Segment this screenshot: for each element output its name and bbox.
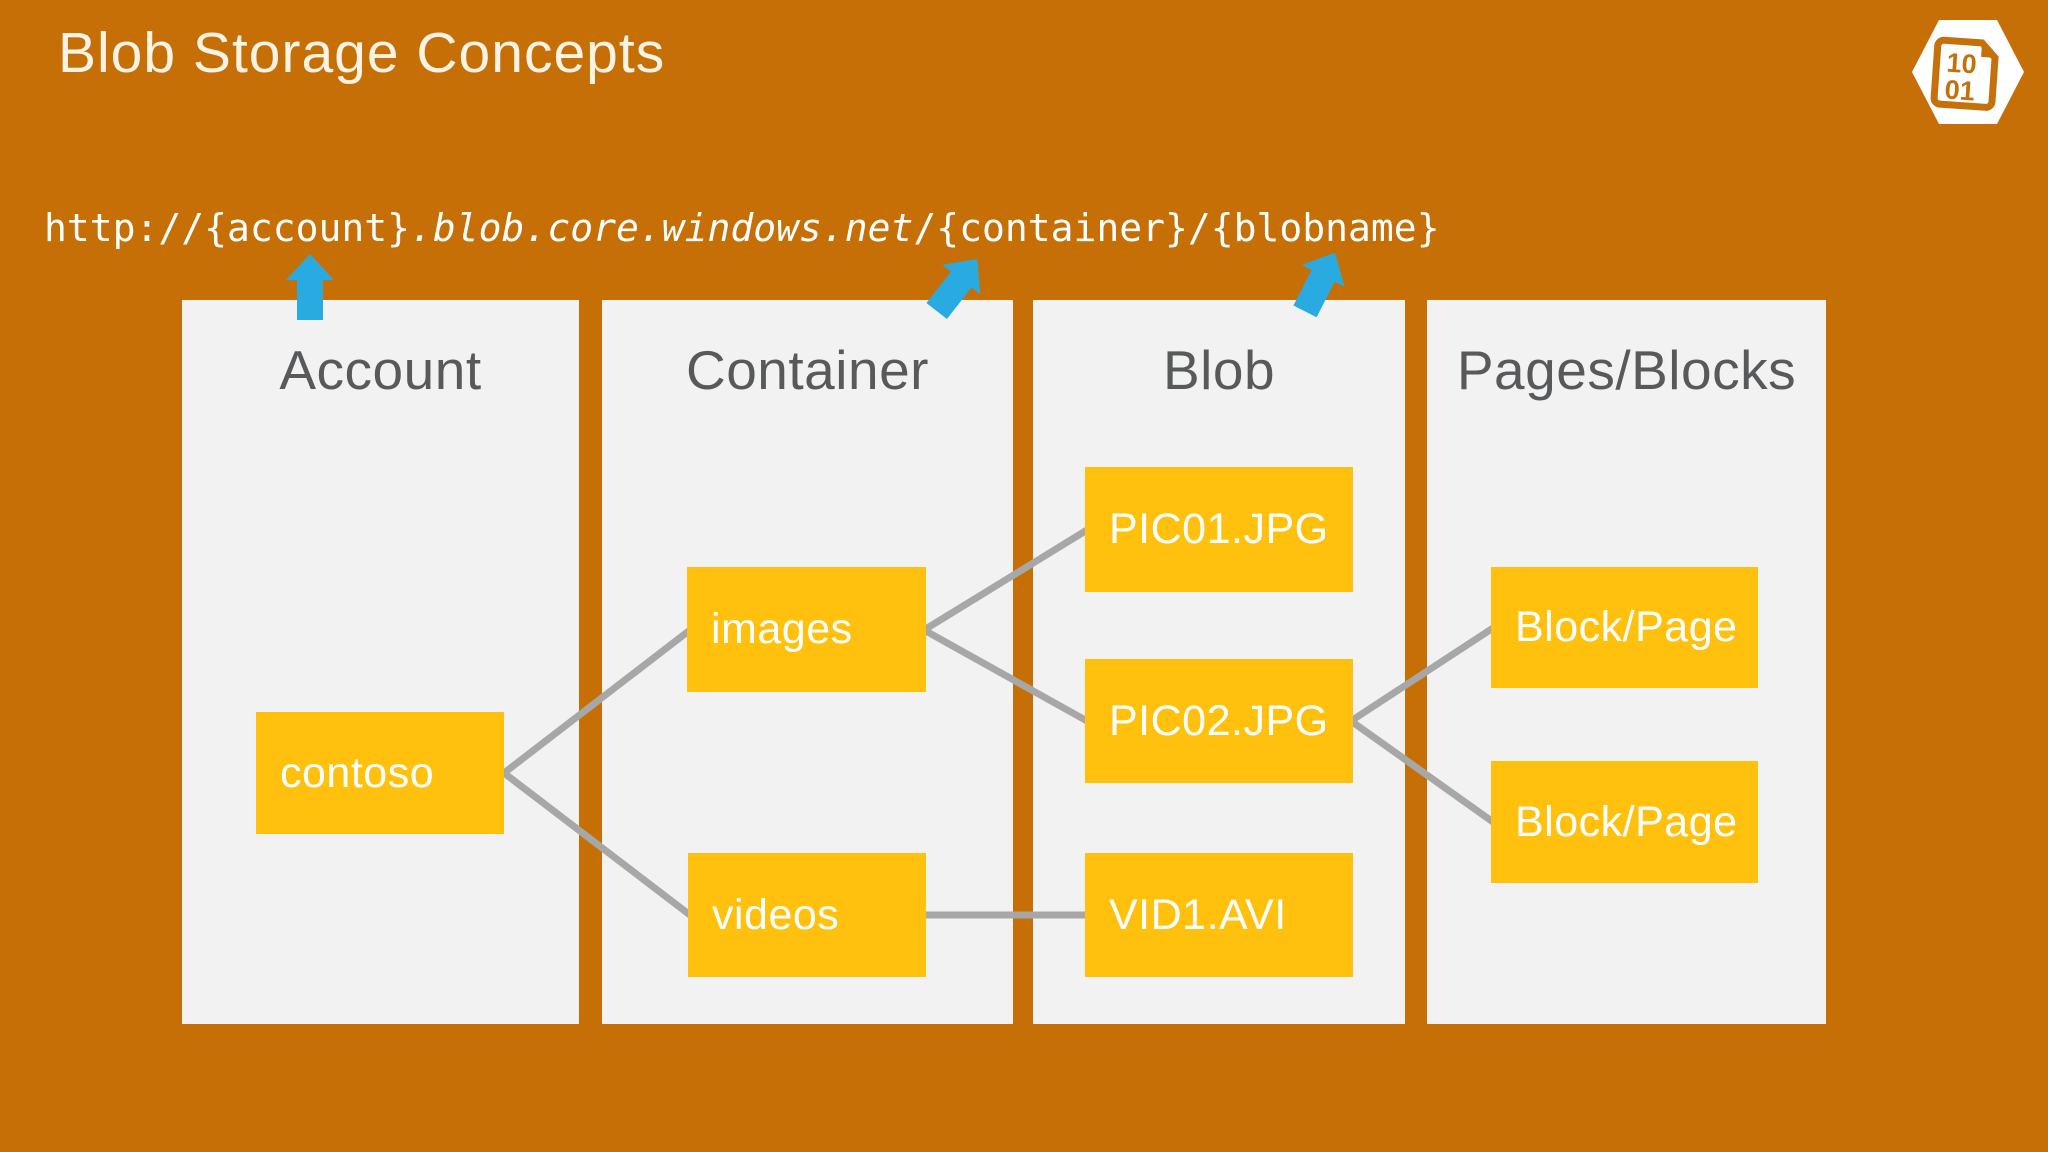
- url-domain-part: .blob.core.windows.net: [410, 206, 914, 250]
- node-label: Block/Page: [1515, 603, 1738, 651]
- connector-pic02-blockpage2: [1348, 718, 1496, 825]
- node-images: images: [687, 567, 926, 692]
- node-label: contoso: [280, 748, 435, 797]
- logo-text-10: 10: [1946, 48, 1978, 80]
- logo-text-01: 01: [1944, 74, 1976, 106]
- node-label: videos: [712, 890, 840, 939]
- connector-contoso-videos: [501, 770, 693, 918]
- connector-lines: [501, 527, 1496, 919]
- node-label: images: [711, 605, 853, 653]
- column-header-blob: Blob: [1162, 339, 1276, 401]
- arrow-up-container-icon: [926, 258, 981, 320]
- node-label: Block/Page: [1515, 797, 1738, 846]
- connector-pic02-blockpage1: [1349, 625, 1495, 724]
- column-header-pages-blocks: Pages/Blocks: [1456, 339, 1797, 401]
- arrow-up-account-icon: [286, 254, 334, 320]
- node-pic02: PIC02.JPG: [1085, 659, 1353, 783]
- column-account: Account: [182, 300, 579, 1024]
- binary-document-hexagon-logo: 10 01: [1912, 20, 2024, 124]
- connector-contoso-images: [501, 627, 693, 776]
- column-header-container: Container: [686, 339, 929, 401]
- node-label: PIC01.JPG: [1109, 505, 1329, 553]
- node-block-page-2: Block/Page: [1491, 761, 1758, 883]
- arrow-up-blobname-icon: [1293, 252, 1345, 318]
- url-container-blob-part: /{container}/{blobname}: [913, 206, 1440, 250]
- node-vid1: VID1.AVI: [1085, 853, 1353, 977]
- node-videos: videos: [688, 853, 926, 977]
- page-title: Blob Storage Concepts: [58, 21, 666, 85]
- url-pointer-arrows: [286, 252, 1345, 320]
- node-label: VID1.AVI: [1109, 890, 1287, 939]
- connector-images-pic01: [922, 527, 1089, 633]
- connector-images-pic02: [922, 626, 1089, 725]
- node-label: PIC02.JPG: [1109, 696, 1329, 745]
- document-icon: 10 01: [1930, 36, 1999, 111]
- node-block-page-1: Block/Page: [1491, 567, 1758, 688]
- node-pic01: PIC01.JPG: [1085, 467, 1353, 592]
- column-header-account: Account: [279, 339, 482, 401]
- url-account-part: http://{account}: [44, 206, 411, 250]
- blob-url-pattern: http://{account}.blob.core.windows.net/{…: [44, 206, 1440, 250]
- node-contoso: contoso: [256, 712, 504, 834]
